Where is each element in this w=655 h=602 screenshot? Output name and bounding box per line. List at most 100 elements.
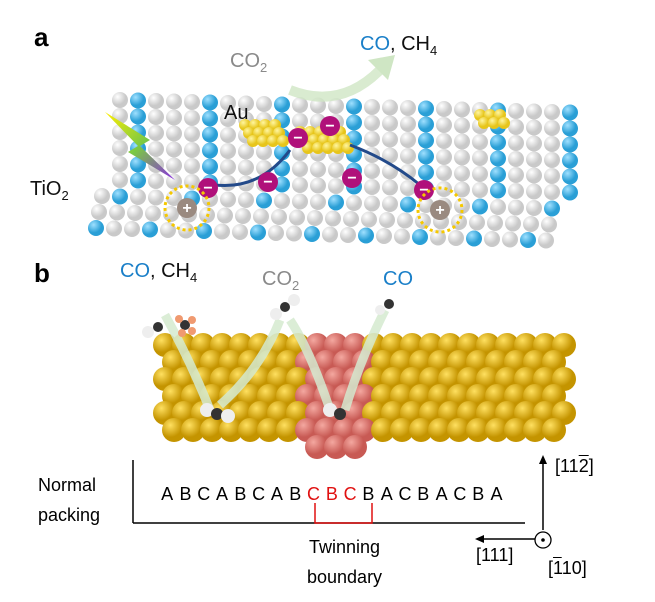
tio2-atom bbox=[220, 143, 236, 159]
reaction-arrows bbox=[161, 307, 390, 412]
co2-label-b: CO2 bbox=[262, 268, 299, 293]
tio2-atom bbox=[94, 188, 110, 204]
molecule-atom bbox=[270, 308, 282, 320]
tio2-atom bbox=[268, 225, 284, 241]
au-atom bbox=[257, 135, 269, 147]
ch4-text: , CH bbox=[390, 33, 430, 55]
tio2-atom bbox=[526, 103, 542, 120]
tio2-atom bbox=[436, 165, 452, 181]
tio2-atom bbox=[184, 110, 200, 126]
arrowhead-left bbox=[475, 535, 484, 543]
molecules bbox=[142, 294, 394, 423]
tio2-atom bbox=[238, 159, 254, 176]
tio2-atom bbox=[361, 211, 377, 228]
gold-atom bbox=[466, 418, 490, 442]
tio2-atom bbox=[148, 173, 164, 189]
tio2-atom bbox=[163, 206, 179, 222]
tio2-atom bbox=[166, 141, 182, 158]
tio2-atom bbox=[469, 214, 485, 231]
charge-circle bbox=[342, 168, 362, 188]
gold-atom bbox=[485, 418, 509, 442]
tio2-atom bbox=[526, 135, 542, 152]
gold-atom bbox=[542, 418, 566, 442]
tio2-atom bbox=[130, 108, 146, 125]
tio2-atom bbox=[220, 159, 236, 175]
charge-circle bbox=[430, 200, 450, 220]
stacking-letter: C bbox=[453, 484, 467, 504]
tio2-atom bbox=[166, 190, 182, 206]
stacking-letter: B bbox=[472, 484, 485, 504]
tio2-atom bbox=[220, 127, 236, 143]
tio2-atom bbox=[430, 229, 446, 246]
tio2-atom bbox=[562, 168, 578, 185]
tio2-atom bbox=[418, 164, 434, 181]
tio2-atom bbox=[145, 205, 161, 222]
direction-112bar: [112] bbox=[555, 456, 594, 477]
tio2-atom bbox=[130, 92, 146, 109]
tio2-atom bbox=[415, 213, 431, 229]
tio2-atom bbox=[346, 98, 362, 115]
svg-text:−: − bbox=[203, 180, 212, 197]
direction-111: [111] bbox=[476, 545, 514, 565]
tio2-atom bbox=[454, 165, 470, 182]
tio2-atom bbox=[436, 101, 452, 117]
tio2-atom bbox=[523, 216, 539, 232]
tio2-atom bbox=[310, 161, 326, 178]
tio2-atom bbox=[454, 101, 470, 118]
stacking-letter: B bbox=[325, 484, 338, 504]
gold-atom bbox=[238, 418, 262, 442]
tio2-atom bbox=[526, 119, 542, 136]
co-text: CO bbox=[360, 33, 390, 55]
tio2-atom bbox=[436, 149, 452, 165]
tio2-atom bbox=[238, 192, 254, 208]
tio2-atom bbox=[376, 228, 392, 244]
tio2-atom bbox=[184, 142, 200, 158]
electron-icon: − bbox=[258, 172, 278, 192]
tio2-atom bbox=[109, 204, 125, 221]
tio2-atom bbox=[106, 220, 122, 237]
hole-icon: + bbox=[430, 200, 450, 220]
tio2-atom bbox=[436, 133, 452, 149]
tio2-atom bbox=[130, 189, 146, 205]
stacking-letter: B bbox=[417, 484, 430, 504]
gold-atom bbox=[257, 418, 281, 442]
tio2-atom bbox=[148, 109, 164, 125]
normal-packing-line2: packing bbox=[38, 505, 101, 525]
gold-atom bbox=[409, 418, 433, 442]
au-atom bbox=[267, 135, 279, 147]
tio2-atom bbox=[112, 156, 128, 172]
tio2-atom bbox=[505, 215, 521, 232]
tio2-atom bbox=[472, 150, 488, 166]
tio2-atom bbox=[253, 208, 269, 225]
au-atom bbox=[332, 142, 344, 154]
tio2-atom bbox=[328, 194, 344, 211]
tio2-atom bbox=[364, 131, 380, 147]
au-atom bbox=[277, 135, 289, 147]
tio2-atom bbox=[544, 104, 560, 120]
tio2-atom bbox=[274, 160, 290, 177]
au-atom bbox=[247, 135, 259, 147]
molecule-atom bbox=[142, 326, 154, 338]
normal-packing-line1: Normal bbox=[38, 475, 97, 495]
tio2-atom bbox=[541, 216, 557, 233]
tio2-atom bbox=[184, 94, 200, 110]
tio2-atom bbox=[508, 183, 524, 199]
electron-icon: − bbox=[288, 128, 308, 148]
tio2-atom bbox=[490, 134, 506, 151]
tio2-atom bbox=[436, 181, 452, 197]
tio2-atom bbox=[304, 226, 320, 242]
au-atom bbox=[322, 142, 334, 154]
tio2-atom bbox=[382, 115, 398, 132]
tio2-atom bbox=[310, 177, 326, 194]
twinning-line2: boundary bbox=[307, 567, 383, 587]
tio2-sub: 2 bbox=[61, 188, 69, 203]
tio2-atom bbox=[526, 151, 542, 168]
tio2-atom bbox=[274, 176, 290, 193]
stacking-letter: A bbox=[216, 484, 229, 504]
tio2-atom bbox=[394, 228, 410, 245]
tio2-atom bbox=[364, 99, 380, 115]
tio2-atom bbox=[508, 151, 524, 167]
tio2-atom bbox=[88, 220, 104, 236]
tio2-atom bbox=[184, 126, 200, 142]
tio2-atom bbox=[202, 158, 218, 175]
